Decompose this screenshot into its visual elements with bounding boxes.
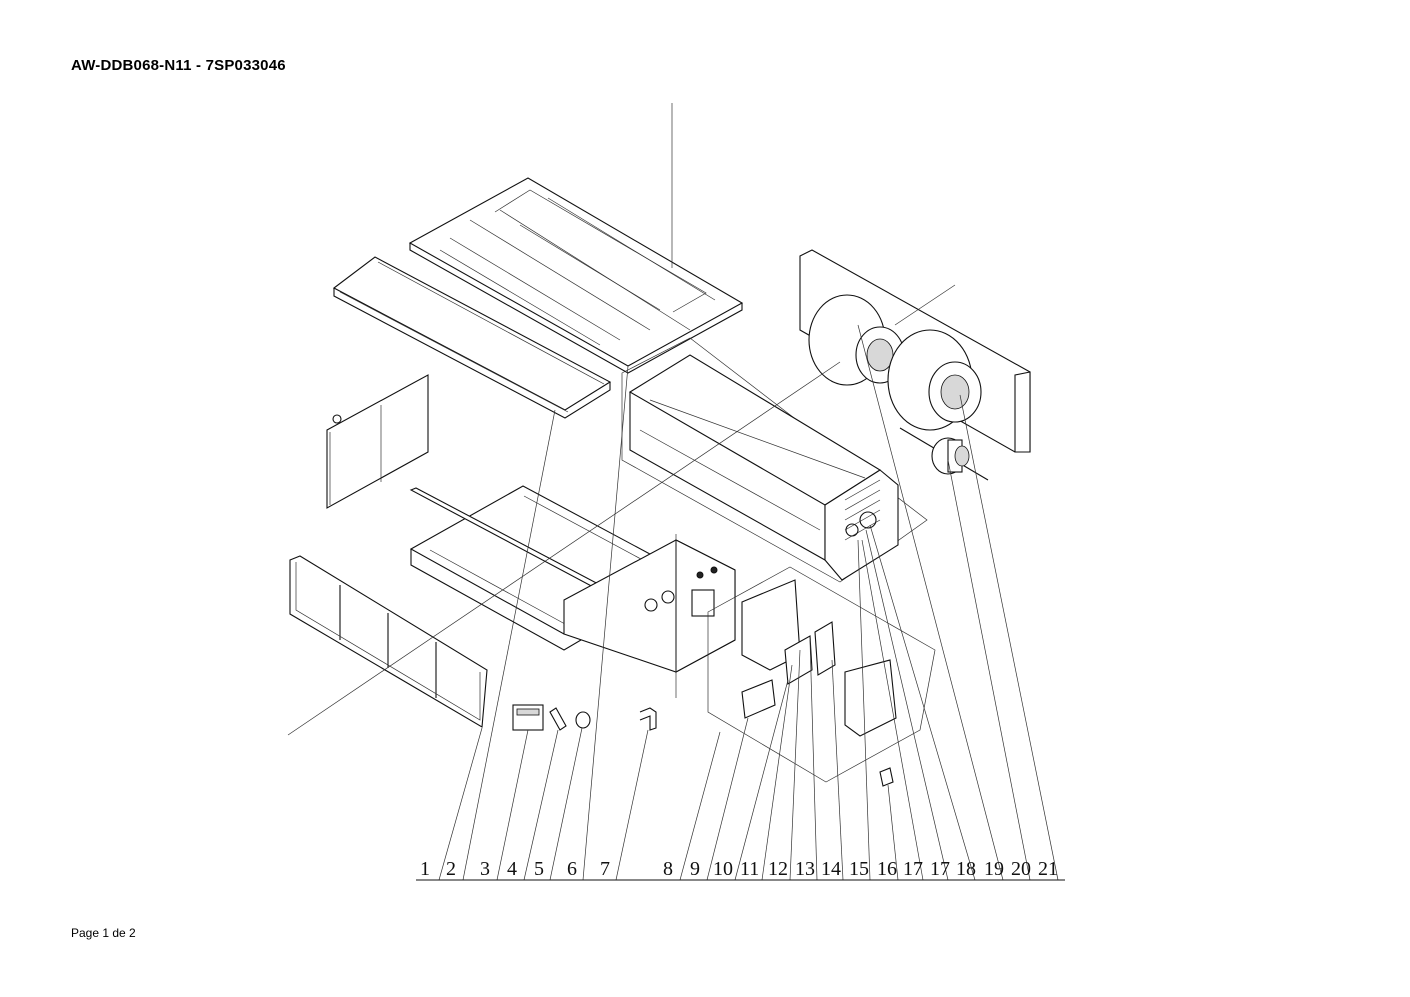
callout-number: 16 [877, 858, 897, 880]
page-footer: Page 1 de 2 [71, 926, 136, 940]
callout-number: 17 [930, 858, 950, 880]
leader-line-diagonal [287, 361, 841, 736]
left-side-panel [326, 374, 429, 509]
drain-cap [575, 711, 591, 729]
hanger-bracket [639, 707, 657, 731]
callout-number: 17 [903, 858, 923, 880]
wire-controller-bracket [549, 707, 567, 731]
callout-number: 7 [600, 858, 610, 880]
callout-number: 21 [1038, 858, 1058, 880]
callout-number: 2 [446, 858, 456, 880]
callout-number: 8 [663, 858, 673, 880]
front-grille [289, 555, 488, 728]
control-box-front [563, 539, 736, 673]
electric-components [707, 566, 936, 787]
top-cover-panel [408, 177, 744, 374]
part-number-callouts: 1 2 3 4 5 6 7 8 9 10 11 12 13 14 15 16 1… [416, 858, 1065, 881]
filter-rail-panel [332, 256, 612, 419]
page-title: AW-DDB068-N11 - 7SP033046 [71, 57, 286, 74]
callout-number: 12 [768, 858, 788, 880]
fan-motor [899, 427, 989, 481]
callout-number: 18 [956, 858, 976, 880]
callout-number: 3 [480, 858, 490, 880]
callout-number: 1 [420, 858, 430, 880]
callout-leader-lines [438, 324, 1059, 881]
callout-number: 10 [713, 858, 733, 880]
callout-number: 4 [507, 858, 517, 880]
callout-number: 9 [690, 858, 700, 880]
remote-controller [512, 704, 544, 731]
callout-number: 20 [1011, 858, 1031, 880]
callout-number: 5 [534, 858, 544, 880]
callout-number: 6 [567, 858, 577, 880]
callout-number: 15 [849, 858, 869, 880]
blower-assembly [799, 249, 1031, 453]
callout-number: 13 [795, 858, 815, 880]
callout-number: 14 [821, 858, 841, 880]
coil-assembly [621, 337, 928, 583]
callout-number: 11 [740, 858, 759, 880]
callout-number: 19 [984, 858, 1004, 880]
